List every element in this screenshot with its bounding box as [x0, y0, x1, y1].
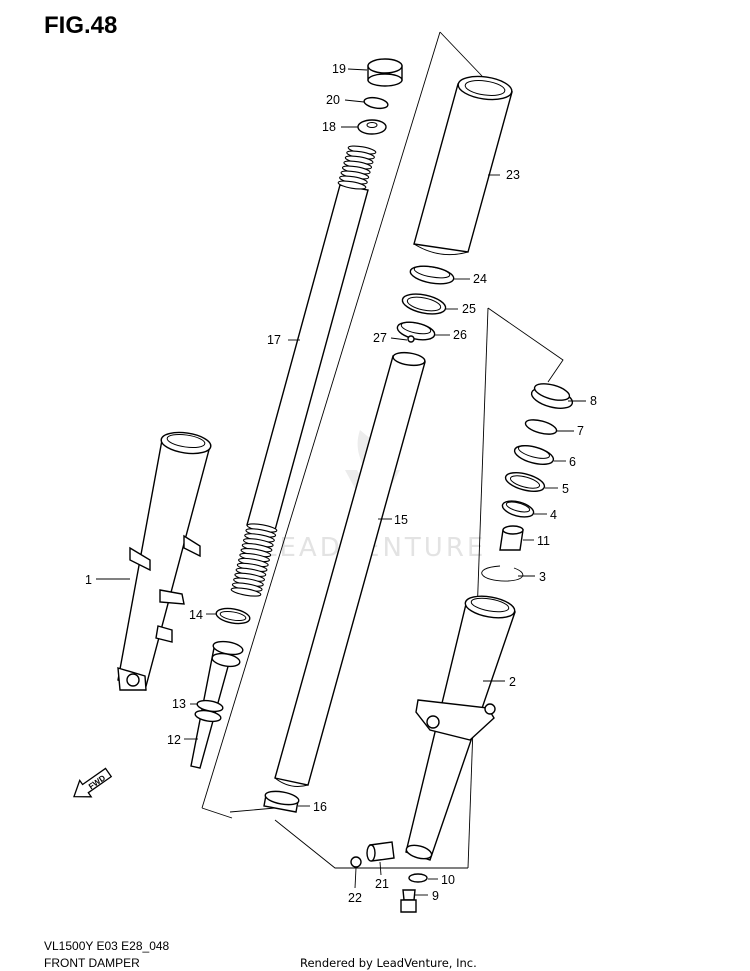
part-5-washer [504, 471, 546, 493]
part-22-washer [350, 856, 362, 868]
model-code: VL1500Y E03 E28_048 [44, 939, 170, 953]
part-18-spacer [357, 119, 387, 135]
part-21-bolt [366, 841, 395, 862]
callout-27: 27 [373, 331, 387, 345]
callout-8: 8 [590, 394, 597, 408]
assembly-outline [201, 31, 564, 869]
part-26-bushing [396, 321, 436, 341]
part-13-piston-ring [194, 699, 224, 723]
callout-13: 13 [172, 697, 186, 711]
callout-22: 22 [348, 891, 362, 905]
callout-10: 10 [441, 873, 455, 887]
callout-3: 3 [539, 570, 546, 584]
callout-5: 5 [562, 482, 569, 496]
callout-18: 18 [322, 120, 336, 134]
callout-11: 11 [537, 534, 550, 548]
part-14-o-ring [215, 607, 251, 625]
callout-9: 9 [432, 889, 439, 903]
part-16-oil-lock-piece [263, 790, 300, 813]
callout-25: 25 [462, 302, 476, 316]
spring-coil [230, 587, 262, 597]
part-1-left-outer-tube [117, 431, 212, 691]
part-8-dust-seal [530, 383, 574, 409]
part-10-gasket [408, 873, 428, 883]
fwd-arrow-icon: FWD [73, 767, 113, 798]
spring-coil [337, 180, 367, 190]
leader-lines [96, 68, 586, 896]
part-15-inner-tube [274, 351, 426, 787]
callout-14: 14 [189, 608, 203, 622]
figure-name: FRONT DAMPER [44, 956, 140, 970]
callout-26: 26 [453, 328, 467, 342]
part-19-cap-bolt [367, 58, 403, 87]
part-24-bushing [409, 265, 455, 285]
part-7-ring [524, 419, 558, 435]
callout-19: 19 [332, 62, 346, 76]
part-25-washer [401, 293, 447, 315]
callout-15: 15 [394, 513, 408, 527]
part-3-circlip [481, 565, 524, 582]
part-17-spring-assembly [230, 145, 377, 597]
callout-20: 20 [326, 93, 340, 107]
callout-23: 23 [506, 168, 520, 182]
callout-4: 4 [550, 508, 557, 522]
callout-2: 2 [509, 675, 516, 689]
part-20-o-ring [363, 96, 389, 110]
part-4-bushing [501, 500, 535, 518]
callout-12: 12 [167, 733, 181, 747]
part-6-oil-seal [513, 444, 555, 466]
callout-1: 1 [85, 573, 92, 587]
callout-7: 7 [577, 424, 584, 438]
callout-21: 21 [375, 877, 389, 891]
callout-24: 24 [473, 272, 487, 286]
figure-title: FIG.48 [44, 12, 118, 39]
part-2-right-outer-tube [405, 595, 516, 861]
part-27-pin [407, 335, 415, 343]
callout-6: 6 [569, 455, 576, 469]
part-11-oil-lock-piece [499, 525, 524, 551]
part-23-outer-tube [413, 75, 513, 256]
callout-16: 16 [313, 800, 327, 814]
callout-labels: 19 20 18 23 24 25 26 27 17 8 7 6 5 4 11 … [85, 62, 597, 905]
rendered-by-credit: Rendered by LeadVenture, Inc. [300, 956, 477, 970]
callout-17: 17 [267, 333, 281, 347]
part-9-drain-bolt [400, 889, 417, 913]
